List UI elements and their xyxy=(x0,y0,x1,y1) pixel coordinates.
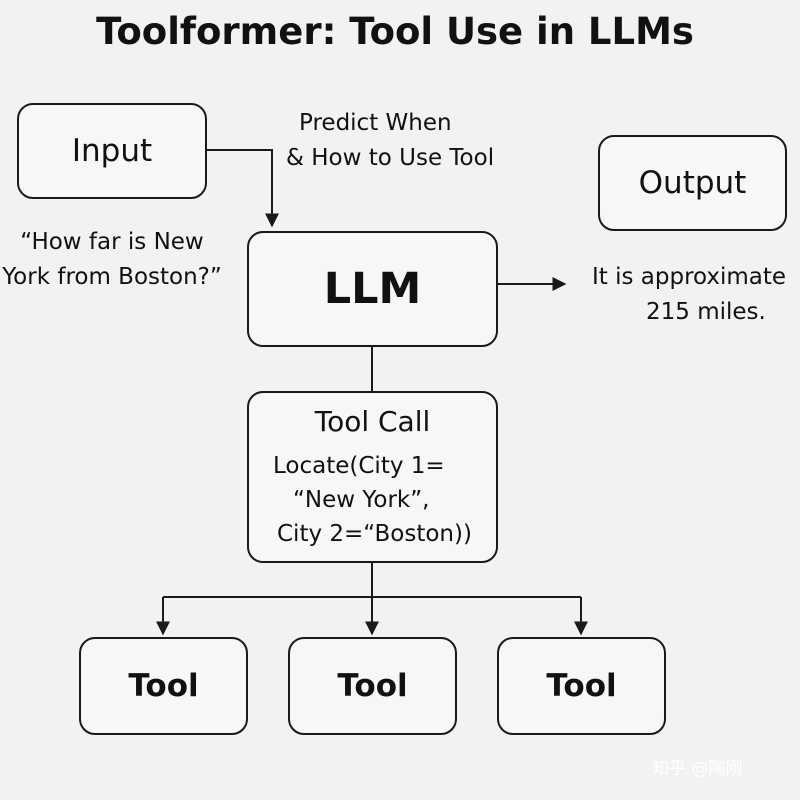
output-node: Output xyxy=(598,135,787,231)
question-line-2: York from Boston?” xyxy=(2,264,222,290)
predict-line-1: Predict When xyxy=(299,110,452,136)
predict-line-2: & How to Use Tool xyxy=(286,145,495,171)
tool-call-line-1: Locate(City 1= xyxy=(273,453,445,479)
answer-annotation: It is approximate 215 miles. xyxy=(592,260,786,330)
diagram-title: Toolformer: Tool Use in LLMs xyxy=(96,10,694,53)
input-node-label: Input xyxy=(71,133,153,169)
predict-annotation: Predict When & How to Use Tool xyxy=(286,106,494,176)
output-node-label: Output xyxy=(638,165,747,201)
tool-call-node: Tool Call Locate(City 1= “New York”, Cit… xyxy=(247,391,498,563)
input-to-llm-arrow xyxy=(207,149,279,228)
tool-node-3-label: Tool xyxy=(546,668,617,704)
tool-call-heading: Tool Call xyxy=(314,405,431,438)
tool-node-2: Tool xyxy=(288,637,457,735)
llm-node-label: LLM xyxy=(323,264,422,314)
tool-call-line-2: “New York”, xyxy=(293,487,430,513)
input-node: Input xyxy=(17,103,207,199)
tool-node-3: Tool xyxy=(497,637,666,735)
answer-line-2: 215 miles. xyxy=(646,299,766,325)
watermark-text: 知乎 @陶刚 xyxy=(652,759,743,779)
question-annotation: “How far is New York from Boston?” xyxy=(0,225,232,295)
question-line-1: “How far is New xyxy=(20,229,204,255)
tool-node-2-label: Tool xyxy=(337,668,408,704)
tool-node-1: Tool xyxy=(79,637,248,735)
tool-call-line-3: City 2=“Boston)) xyxy=(277,521,472,547)
answer-line-1: It is approximate xyxy=(592,264,787,290)
tool-node-1-label: Tool xyxy=(128,668,199,704)
llm-node: LLM xyxy=(247,231,498,347)
